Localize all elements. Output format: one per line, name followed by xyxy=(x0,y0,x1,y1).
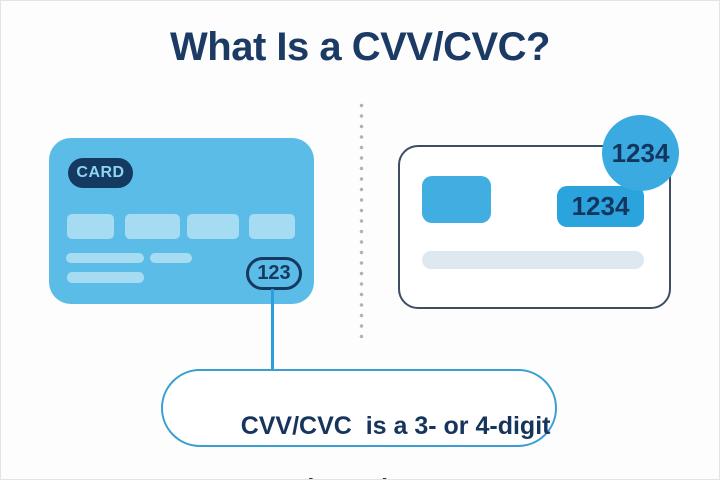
signature-stripe xyxy=(422,251,644,269)
page-title: What Is a CVV/CVC? xyxy=(170,25,550,69)
cvv-badge: 1234 xyxy=(557,186,644,227)
callout-connector-line xyxy=(271,289,274,371)
card-number-block xyxy=(187,214,239,239)
definition-callout: CVV/CVC is a 3- or 4-digit security code xyxy=(161,369,557,479)
card-label-text: CARD xyxy=(76,164,125,181)
cvv-badge-text: 1234 xyxy=(571,191,630,221)
dotted-divider-line xyxy=(359,103,364,343)
card-number-block xyxy=(249,214,295,239)
definition-line1: CVV/CVC is a 3- or 4-digit xyxy=(240,412,551,440)
cvv-code-oval: 123 xyxy=(246,257,302,290)
card-label-pill: CARD xyxy=(68,158,133,188)
card-front-illustration: CARD 123 xyxy=(49,138,314,304)
card-chip xyxy=(422,176,491,223)
cvv-bubble-text: 1234 xyxy=(611,137,670,168)
card-number-block xyxy=(67,214,114,239)
definition-line2: security code xyxy=(241,474,402,479)
card-detail-bar xyxy=(66,253,144,263)
card-number-block xyxy=(125,214,180,239)
definition-text: CVV/CVC is a 3- or 4-digit security code xyxy=(199,380,551,479)
cvv-bubble: 1234 xyxy=(602,115,679,191)
card-detail-bar xyxy=(67,272,144,283)
cvv-code-text: 123 xyxy=(257,262,291,284)
card-detail-bar xyxy=(150,253,192,263)
